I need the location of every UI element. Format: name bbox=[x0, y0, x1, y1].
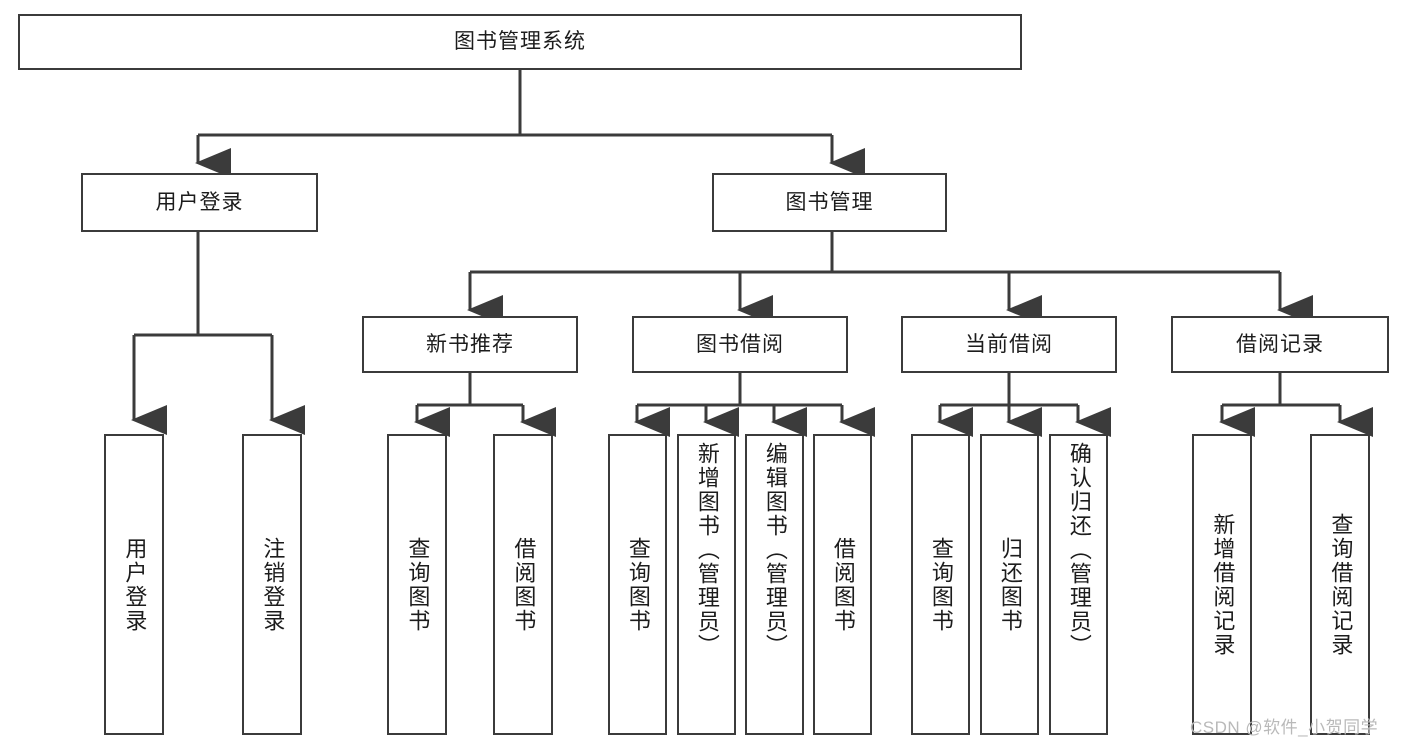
node-book-borrow[interactable]: 图书借阅 bbox=[632, 316, 848, 373]
leaf-book-borrow-borrow[interactable]: 借阅图书 bbox=[813, 434, 872, 735]
leaf-book-borrow-query[interactable]: 查询图书 bbox=[608, 434, 667, 735]
node-new-book-recommend[interactable]: 新书推荐 bbox=[362, 316, 578, 373]
leaf-borrow-record-add[interactable]: 新增借阅记录 bbox=[1192, 434, 1252, 735]
node-current-borrow[interactable]: 当前借阅 bbox=[901, 316, 1117, 373]
leaf-current-borrow-confirm-admin[interactable]: 确认归还（管理员） bbox=[1049, 434, 1108, 735]
leaf-user-login-signin[interactable]: 用户登录 bbox=[104, 434, 164, 735]
leaf-current-borrow-query[interactable]: 查询图书 bbox=[911, 434, 970, 735]
node-root-system[interactable]: 图书管理系统 bbox=[18, 14, 1022, 70]
leaf-book-borrow-add-admin[interactable]: 新增图书（管理员） bbox=[677, 434, 736, 735]
leaf-new-book-borrow[interactable]: 借阅图书 bbox=[493, 434, 553, 735]
leaf-current-borrow-return[interactable]: 归还图书 bbox=[980, 434, 1039, 735]
leaf-book-borrow-edit-admin[interactable]: 编辑图书（管理员） bbox=[745, 434, 804, 735]
node-borrow-records[interactable]: 借阅记录 bbox=[1171, 316, 1389, 373]
node-user-login[interactable]: 用户登录 bbox=[81, 173, 318, 232]
node-book-management[interactable]: 图书管理 bbox=[712, 173, 947, 232]
leaf-new-book-query[interactable]: 查询图书 bbox=[387, 434, 447, 735]
leaf-borrow-record-query[interactable]: 查询借阅记录 bbox=[1310, 434, 1370, 735]
leaf-user-login-signout[interactable]: 注销登录 bbox=[242, 434, 302, 735]
csdn-watermark: CSDN @软件_小贺同学 bbox=[1190, 718, 1379, 737]
